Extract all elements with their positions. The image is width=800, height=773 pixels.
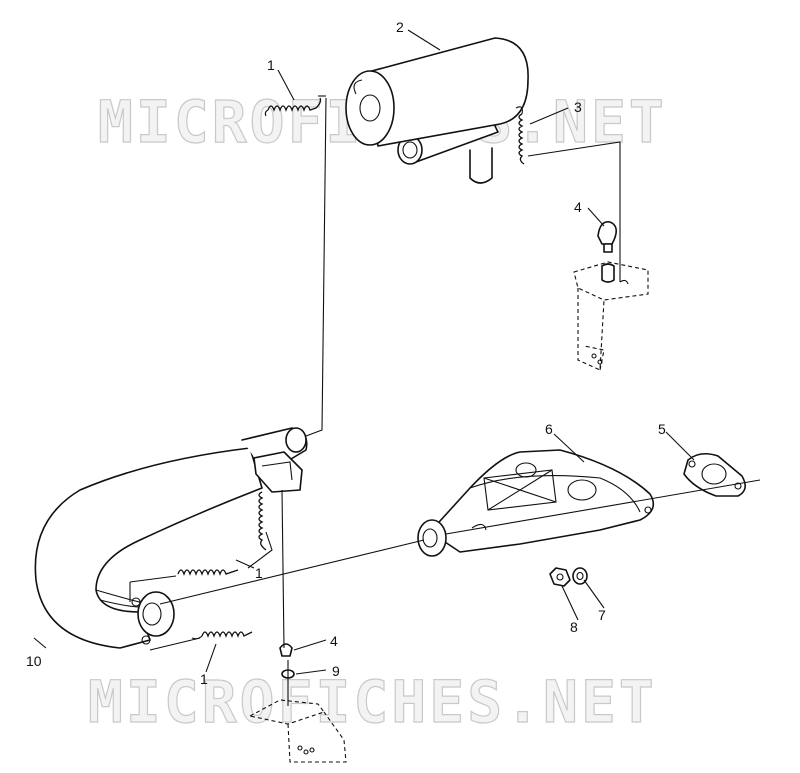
- watermark-bottom: MICROFICHES.NET: [88, 668, 657, 736]
- callout-6: 6: [545, 421, 553, 437]
- callout-3: 3: [574, 99, 582, 115]
- callout-4-upper: 4: [574, 199, 582, 215]
- spring-right: [518, 113, 525, 165]
- callout-8: 8: [570, 619, 578, 635]
- gasket: [683, 452, 746, 497]
- assembly-line-pipe-silencer: [305, 97, 327, 437]
- bracket-lower: [248, 699, 347, 763]
- callout-7: 7: [598, 607, 606, 623]
- silencer: [345, 37, 529, 184]
- rubber-isolator-upper: [597, 220, 618, 283]
- nut: [549, 567, 571, 587]
- callout-1-bottom: 1: [200, 671, 208, 687]
- callout-10: 10: [26, 653, 42, 669]
- exhaust-pipe: [34, 427, 308, 649]
- callout-9: 9: [332, 663, 340, 679]
- callout-1-mid: 1: [255, 565, 263, 581]
- callout-5: 5: [658, 421, 666, 437]
- callout-4-lower: 4: [330, 633, 338, 649]
- assembly-line-manifold: [159, 479, 761, 605]
- spring-top: [267, 97, 322, 112]
- callout-1-top: 1: [267, 57, 275, 73]
- washer: [572, 567, 588, 585]
- assembly-line-spring-bracket: [527, 141, 621, 282]
- spring-pipe-middle: [177, 569, 239, 576]
- exhaust-manifold: [417, 449, 655, 557]
- rubber-isolator-lower: [279, 643, 293, 657]
- callout-2: 2: [396, 19, 404, 35]
- assembly-line-isolator: [281, 489, 289, 706]
- bracket-upper: [573, 261, 649, 371]
- spring-pipe-vertical: [258, 491, 267, 551]
- assembly-line-springs: [129, 531, 273, 651]
- spring-pipe-lower: [201, 631, 253, 638]
